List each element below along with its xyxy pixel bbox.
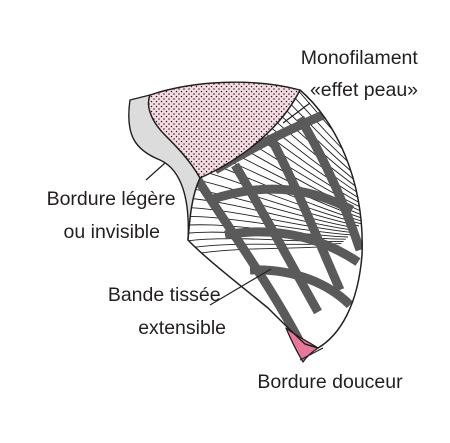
hatch-line — [188, 206, 353, 234]
label-light-border: Bordure légère ou invisible — [47, 188, 181, 243]
label-soft-border: Bordure douceur — [257, 371, 403, 393]
leader-monofilament — [282, 102, 311, 124]
label-stretch-band-line1: Bande tissée — [108, 284, 221, 306]
stretch-bands — [194, 107, 363, 345]
hatch-line — [188, 245, 340, 275]
label-stretch-band-line2: extensible — [138, 317, 226, 339]
hatch-line — [212, 90, 363, 203]
label-monofilament-line2: «effet peau» — [310, 79, 418, 101]
label-stretch-band: Bande tissée extensible — [108, 284, 226, 339]
stretch-band — [268, 137, 345, 292]
stretch-band — [296, 115, 363, 252]
label-monofilament-line1: Monofilament — [301, 47, 419, 69]
hatch-line — [188, 224, 349, 238]
stretch-band — [208, 184, 355, 214]
leader-stretch-band — [209, 268, 272, 306]
hatch-line — [228, 90, 363, 194]
leader-light-border — [145, 162, 166, 181]
label-light-border-line1: Bordure légère — [47, 188, 176, 210]
cap-outline — [187, 89, 363, 349]
stretch-band — [249, 265, 354, 309]
stretch-band — [224, 227, 361, 266]
hatch-line — [188, 196, 355, 231]
label-light-border-line2: ou invisible — [64, 221, 160, 243]
label-monofilament: Monofilament «effet peau» — [301, 47, 423, 101]
leader-soft-border — [299, 347, 324, 361]
label-soft-border-line1: Bordure douceur — [257, 371, 403, 393]
hatch-line — [188, 216, 351, 236]
